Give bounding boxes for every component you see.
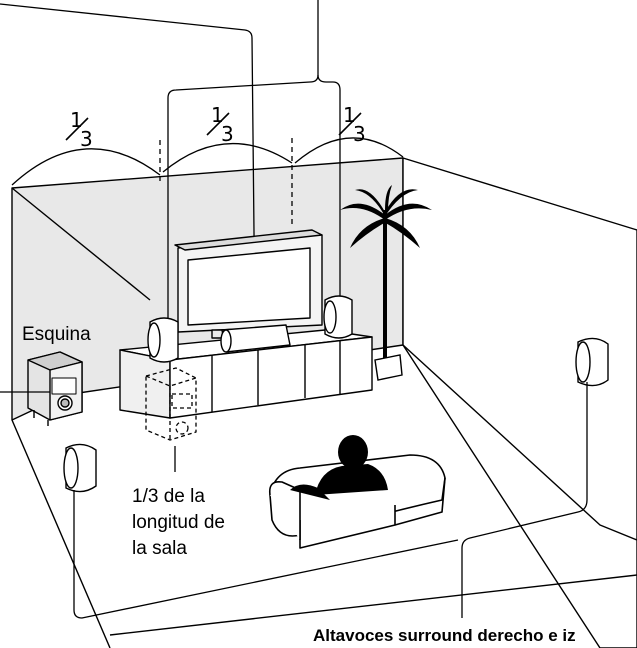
listener [290, 435, 388, 500]
surround-left-speaker [63, 443, 97, 493]
tv-top [174, 229, 323, 251]
palm-plant [340, 185, 432, 381]
third-room-label-line2: longitud de [132, 512, 225, 533]
fraction-center: 1 3 [206, 103, 234, 146]
tv-screen [187, 247, 311, 326]
surround-right-speaker [575, 337, 609, 387]
wall-division-arcs [11, 137, 404, 186]
surround-leader [73, 382, 588, 619]
third-room-label-line3: la sala [132, 538, 187, 559]
floor-left-edge [11, 419, 111, 648]
third-room-label-line1: 1/3 de la [132, 486, 205, 507]
fraction-right: 1 3 [338, 103, 366, 146]
surround-label: Altavoces surround derecho e iz [313, 626, 576, 645]
wall-shadow-line [11, 187, 151, 301]
fraction-right-den: 3 [353, 122, 366, 146]
sofa [268, 454, 446, 549]
arc-center [162, 142, 293, 173]
room [11, 157, 637, 648]
arc-left [11, 148, 161, 186]
fraction-left-den: 3 [80, 127, 93, 151]
center-speaker [220, 324, 291, 353]
front-left-speaker [147, 317, 179, 363]
subwoofer-corner [27, 351, 83, 426]
fraction-center-den: 3 [221, 122, 234, 146]
arc-right [294, 137, 404, 164]
division-dashes [159, 138, 293, 225]
front-speakers-leader [0, 0, 341, 340]
plant-pot [374, 354, 403, 381]
floor-right-edge [402, 344, 637, 541]
front-right-speaker [323, 295, 353, 339]
right-wall [402, 157, 637, 648]
tv-unit [174, 229, 323, 339]
corner-label: Esquina [22, 324, 91, 345]
fraction-left: 1 3 [65, 108, 93, 151]
floor-bottom-edge [109, 574, 637, 636]
subwoofer-alt [145, 367, 197, 441]
